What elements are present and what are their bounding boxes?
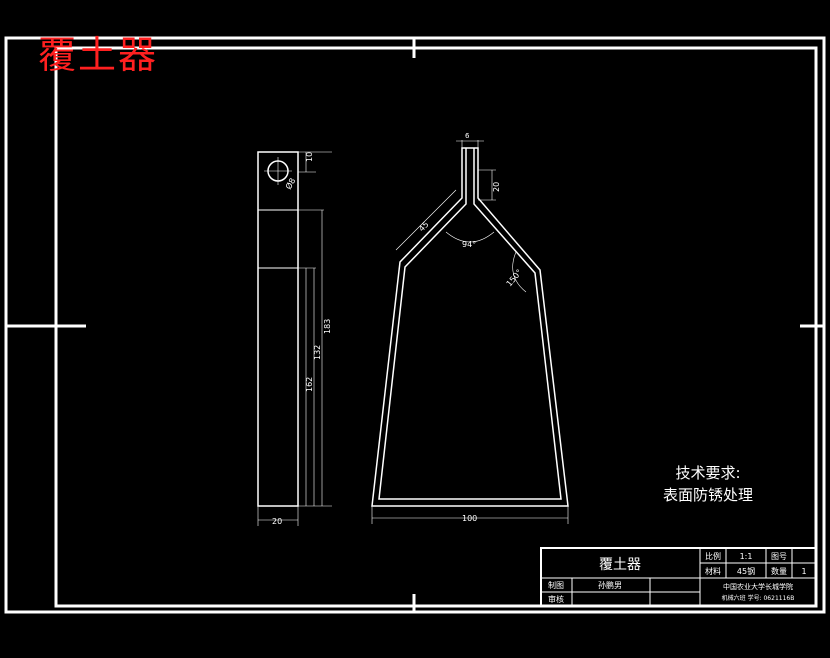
- tech-req-line-1: 表面防锈处理: [662, 486, 753, 504]
- class-info: 机械六班 学号: 0621116B: [722, 594, 795, 602]
- dim-stem-width-label: 6: [465, 132, 470, 140]
- part-name: 覆土器: [599, 557, 641, 573]
- side-view-outline: [257, 151, 299, 507]
- scale-label: 比例: [705, 551, 721, 561]
- scale-value: 1:1: [740, 552, 753, 561]
- dim-bottom-label: 100: [462, 514, 477, 523]
- dim-stem-height-label: 20: [492, 182, 501, 192]
- dim-line-arm: [395, 189, 457, 251]
- drawn-value: 孙鹏男: [598, 580, 622, 590]
- checked-label: 审核: [548, 594, 564, 604]
- front-view-inner: [378, 148, 562, 500]
- front-view-outer: [371, 147, 569, 507]
- angle-side-label: 150°: [505, 268, 524, 289]
- angle-top-label: 94°: [462, 240, 476, 249]
- material-label: 材料: [705, 566, 721, 576]
- title-block-outline: [540, 547, 817, 607]
- front-view: [371, 140, 569, 524]
- qty-value: 1: [801, 567, 806, 576]
- outer-border: [4, 36, 826, 614]
- inner-frame: [54, 46, 818, 608]
- title-block: [540, 547, 817, 607]
- technical-requirements: 技术要求: 表面防锈处理: [648, 462, 768, 506]
- material-value: 45钢: [737, 566, 755, 576]
- dim-width-label: 20: [272, 517, 282, 526]
- drawn-label: 制图: [548, 580, 564, 590]
- dim-arm-label: 45: [417, 220, 431, 234]
- dim-top-label: 10: [305, 152, 314, 162]
- angle-arc-side: [512, 251, 527, 293]
- tech-req-heading: 技术要求:: [675, 464, 741, 482]
- dim-hole-label: Ø8: [283, 176, 297, 191]
- dim-total-label: 183: [323, 319, 332, 334]
- watermark-title: 覆土器: [38, 33, 159, 77]
- dim-seg2-label: 132: [313, 345, 322, 360]
- drawing-no-label: 图号: [771, 552, 787, 561]
- school-name: 中国农业大学长城学院: [723, 582, 793, 591]
- dim-seg1-label: 162: [305, 377, 314, 392]
- angle-arc-top: [445, 231, 495, 243]
- side-view: [257, 151, 332, 526]
- qty-label: 数量: [771, 566, 787, 576]
